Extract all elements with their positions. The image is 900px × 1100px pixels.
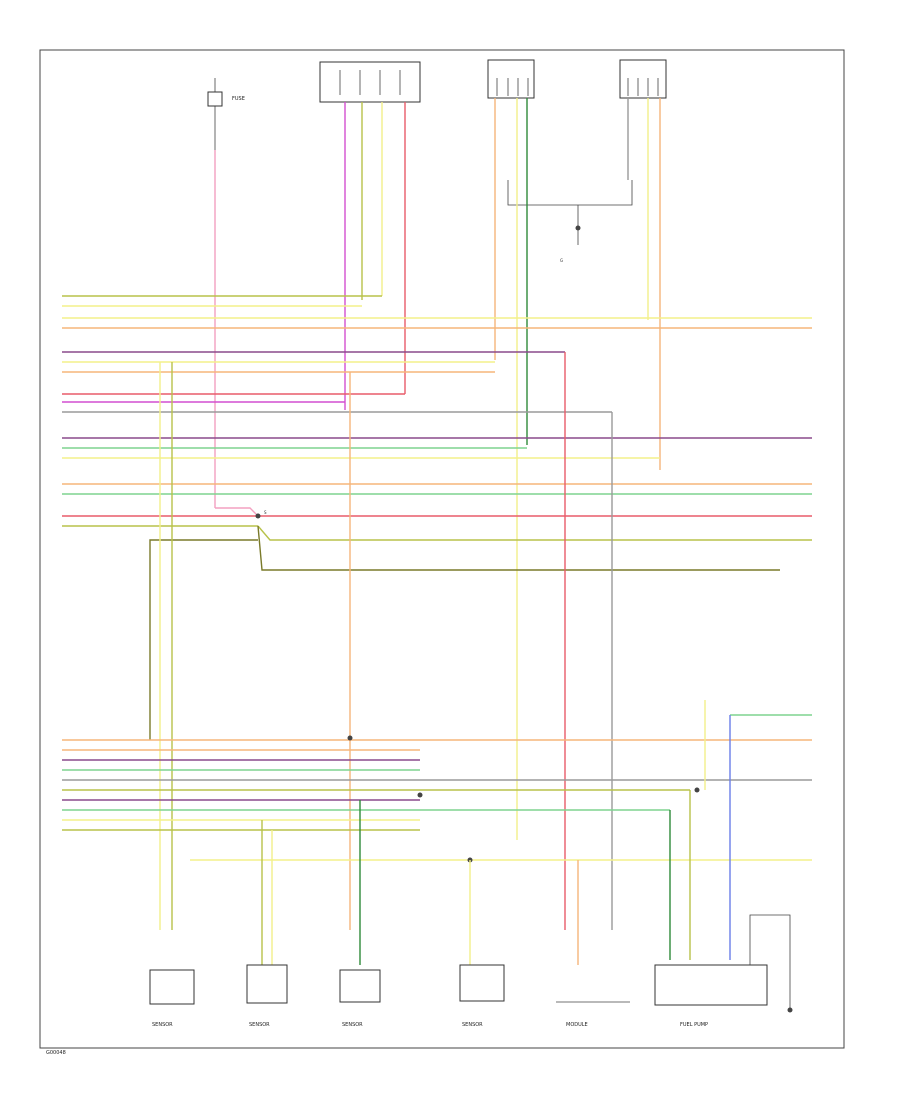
component-sensor-4-label: SENSOR	[462, 1022, 483, 1028]
wire-olive-left-down	[149, 539, 258, 740]
relay-block-1	[487, 59, 535, 99]
component-sensor-2-label: SENSOR	[249, 1022, 270, 1028]
component-fuel-pump-label: FUEL PUMP	[680, 1022, 708, 1028]
figure-id: G00048	[46, 1050, 66, 1056]
wire-olive-down	[257, 525, 780, 571]
component-sensor-3: SENSOR	[339, 969, 381, 1028]
relay-block-2	[619, 59, 667, 99]
top-fuse-label: FUSE	[232, 96, 245, 102]
diagram-frame	[39, 49, 845, 1049]
splice-lower-4	[694, 787, 700, 793]
wire-pink-splice	[215, 507, 259, 517]
component-module: MODULE	[556, 1001, 630, 1028]
component-fuel-pump: FUEL PUMP	[654, 914, 793, 1028]
component-sensor-1-label: SENSOR	[152, 1022, 173, 1028]
component-sensor-2: SENSOR	[246, 964, 288, 1028]
splice-label: S	[264, 510, 267, 515]
component-sensor-4: SENSOR	[459, 964, 505, 1028]
relay-ground: G	[507, 180, 633, 263]
splice-lower-1	[347, 735, 353, 741]
component-module-label: MODULE	[566, 1022, 588, 1028]
ground-label: G	[560, 258, 563, 263]
component-sensor-1: SENSOR	[149, 969, 195, 1028]
top-fuse-block: FUSE	[207, 78, 245, 150]
connector-block-top-center	[319, 61, 421, 103]
splice-dot	[255, 513, 261, 519]
component-sensor-3-label: SENSOR	[342, 1022, 363, 1028]
splice-lower-2	[417, 792, 423, 798]
wire-olive-to-right	[257, 525, 812, 541]
